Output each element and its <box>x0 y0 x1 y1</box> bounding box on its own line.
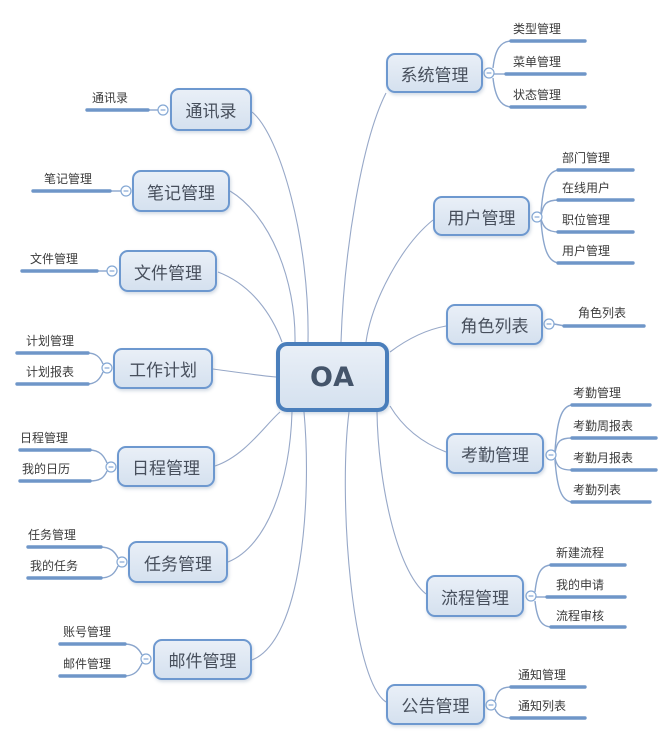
leaf-topic[interactable]: 职位管理 <box>562 213 611 227</box>
collapse-toggle[interactable] <box>140 653 152 665</box>
connector-curve <box>376 411 427 595</box>
collapse-toggle[interactable] <box>116 556 128 568</box>
root-topic[interactable]: OA <box>276 342 389 412</box>
topic-label: 工作计划 <box>129 361 197 381</box>
leaf-topic[interactable]: 任务管理 <box>28 528 77 542</box>
branch-topic-mail[interactable]: 邮件管理 <box>153 639 252 680</box>
topic-label: 邮件管理 <box>168 652 237 672</box>
topic-label: 日程管理 <box>132 459 200 479</box>
collapse-toggle[interactable] <box>120 185 132 197</box>
leaf-topic[interactable]: 我的日历 <box>22 462 71 476</box>
leaf-topic[interactable]: 通知管理 <box>518 668 567 682</box>
collapse-toggle[interactable] <box>157 104 169 116</box>
leaf-topic-lines <box>15 39 658 720</box>
branch-topic-workflow[interactable]: 流程管理 <box>426 575 524 617</box>
collapse-toggles <box>101 67 557 711</box>
connector-curve <box>212 368 277 378</box>
branch-topic-announcements[interactable]: 公告管理 <box>386 684 485 725</box>
leaf-topic[interactable]: 类型管理 <box>513 22 562 36</box>
connector-curve <box>251 411 307 661</box>
leaf-topic[interactable]: 我的任务 <box>30 559 79 573</box>
connector-curve <box>229 190 296 343</box>
connector-curve <box>344 411 387 703</box>
collapse-toggle[interactable] <box>106 265 118 277</box>
collapse-toggle[interactable] <box>483 67 495 79</box>
branch-topic-tasks[interactable]: 任务管理 <box>128 541 228 583</box>
connector-curve <box>251 111 309 343</box>
branch-topic-users[interactable]: 用户管理 <box>433 196 530 236</box>
leaf-topic[interactable]: 用户管理 <box>562 244 611 258</box>
topic-label: 角色列表 <box>460 317 529 337</box>
root-branch-connectors <box>212 92 447 703</box>
connector-curve <box>389 325 447 353</box>
leaf-topic[interactable]: 考勤月报表 <box>573 451 634 465</box>
branch-topic-work-plan[interactable]: 工作计划 <box>113 348 213 389</box>
branch-topic-system[interactable]: 系统管理 <box>386 53 483 93</box>
leaf-topic[interactable]: 考勤周报表 <box>573 419 634 433</box>
leaf-topic[interactable]: 考勤列表 <box>573 483 622 497</box>
collapse-toggle[interactable] <box>105 461 117 473</box>
collapse-toggle[interactable] <box>525 590 537 602</box>
branch-topic-attendance[interactable]: 考勤管理 <box>446 433 544 474</box>
root-topic-label: OA <box>309 361 356 393</box>
branch-topic-notes[interactable]: 笔记管理 <box>132 170 230 212</box>
leaf-topic[interactable]: 日程管理 <box>20 431 69 445</box>
leaf-topic[interactable]: 邮件管理 <box>63 657 112 671</box>
topic-label: 系统管理 <box>400 65 469 86</box>
topic-label: 流程管理 <box>441 588 509 609</box>
connector-curve <box>389 405 447 453</box>
leaf-topic[interactable]: 角色列表 <box>578 306 627 320</box>
leaf-topic[interactable]: 笔记管理 <box>44 172 93 186</box>
topic-label: 通讯录 <box>185 102 237 122</box>
branch-topic-roles[interactable]: 角色列表 <box>446 304 543 345</box>
topic-label: 考勤管理 <box>461 446 529 466</box>
collapse-toggle[interactable] <box>531 211 543 223</box>
leaf-topic[interactable]: 菜单管理 <box>513 55 562 69</box>
topic-label: 公告管理 <box>401 697 470 717</box>
leaf-topic[interactable]: 账号管理 <box>63 625 112 639</box>
collapse-toggle[interactable] <box>485 699 497 711</box>
leaf-topic[interactable]: 我的申请 <box>556 578 605 592</box>
branch-topic-schedule[interactable]: 日程管理 <box>117 446 215 487</box>
leaf-topic[interactable]: 在线用户 <box>562 181 611 195</box>
topic-label: 笔记管理 <box>147 183 215 204</box>
connector-curve <box>340 92 387 343</box>
connector-curve <box>365 219 434 343</box>
leaf-topic[interactable]: 通知列表 <box>518 699 567 713</box>
leaf-topic[interactable]: 流程审核 <box>556 609 605 623</box>
collapse-toggle[interactable] <box>101 362 113 374</box>
leaf-topic[interactable]: 计划管理 <box>26 334 75 348</box>
leaf-topic[interactable]: 新建流程 <box>556 546 605 560</box>
connector-curve <box>217 271 283 343</box>
leaf-topic[interactable]: 计划报表 <box>26 365 75 379</box>
topic-label: 用户管理 <box>447 208 516 229</box>
leaf-topic[interactable]: 文件管理 <box>30 252 79 266</box>
connector-curve <box>214 411 281 467</box>
collapse-toggle[interactable] <box>545 449 557 461</box>
branch-topic-files[interactable]: 文件管理 <box>119 250 217 292</box>
leaf-topic[interactable]: 考勤管理 <box>573 386 622 400</box>
leaf-topic[interactable]: 通讯录 <box>92 91 129 105</box>
branch-topic-contacts[interactable]: 通讯录 <box>170 88 252 131</box>
collapse-toggle[interactable] <box>543 318 555 330</box>
topic-label: 文件管理 <box>134 263 202 284</box>
topic-label: 任务管理 <box>144 554 212 575</box>
leaf-topic[interactable]: 状态管理 <box>513 88 562 102</box>
connector-curve <box>227 411 293 563</box>
leaf-topic[interactable]: 部门管理 <box>562 151 611 165</box>
